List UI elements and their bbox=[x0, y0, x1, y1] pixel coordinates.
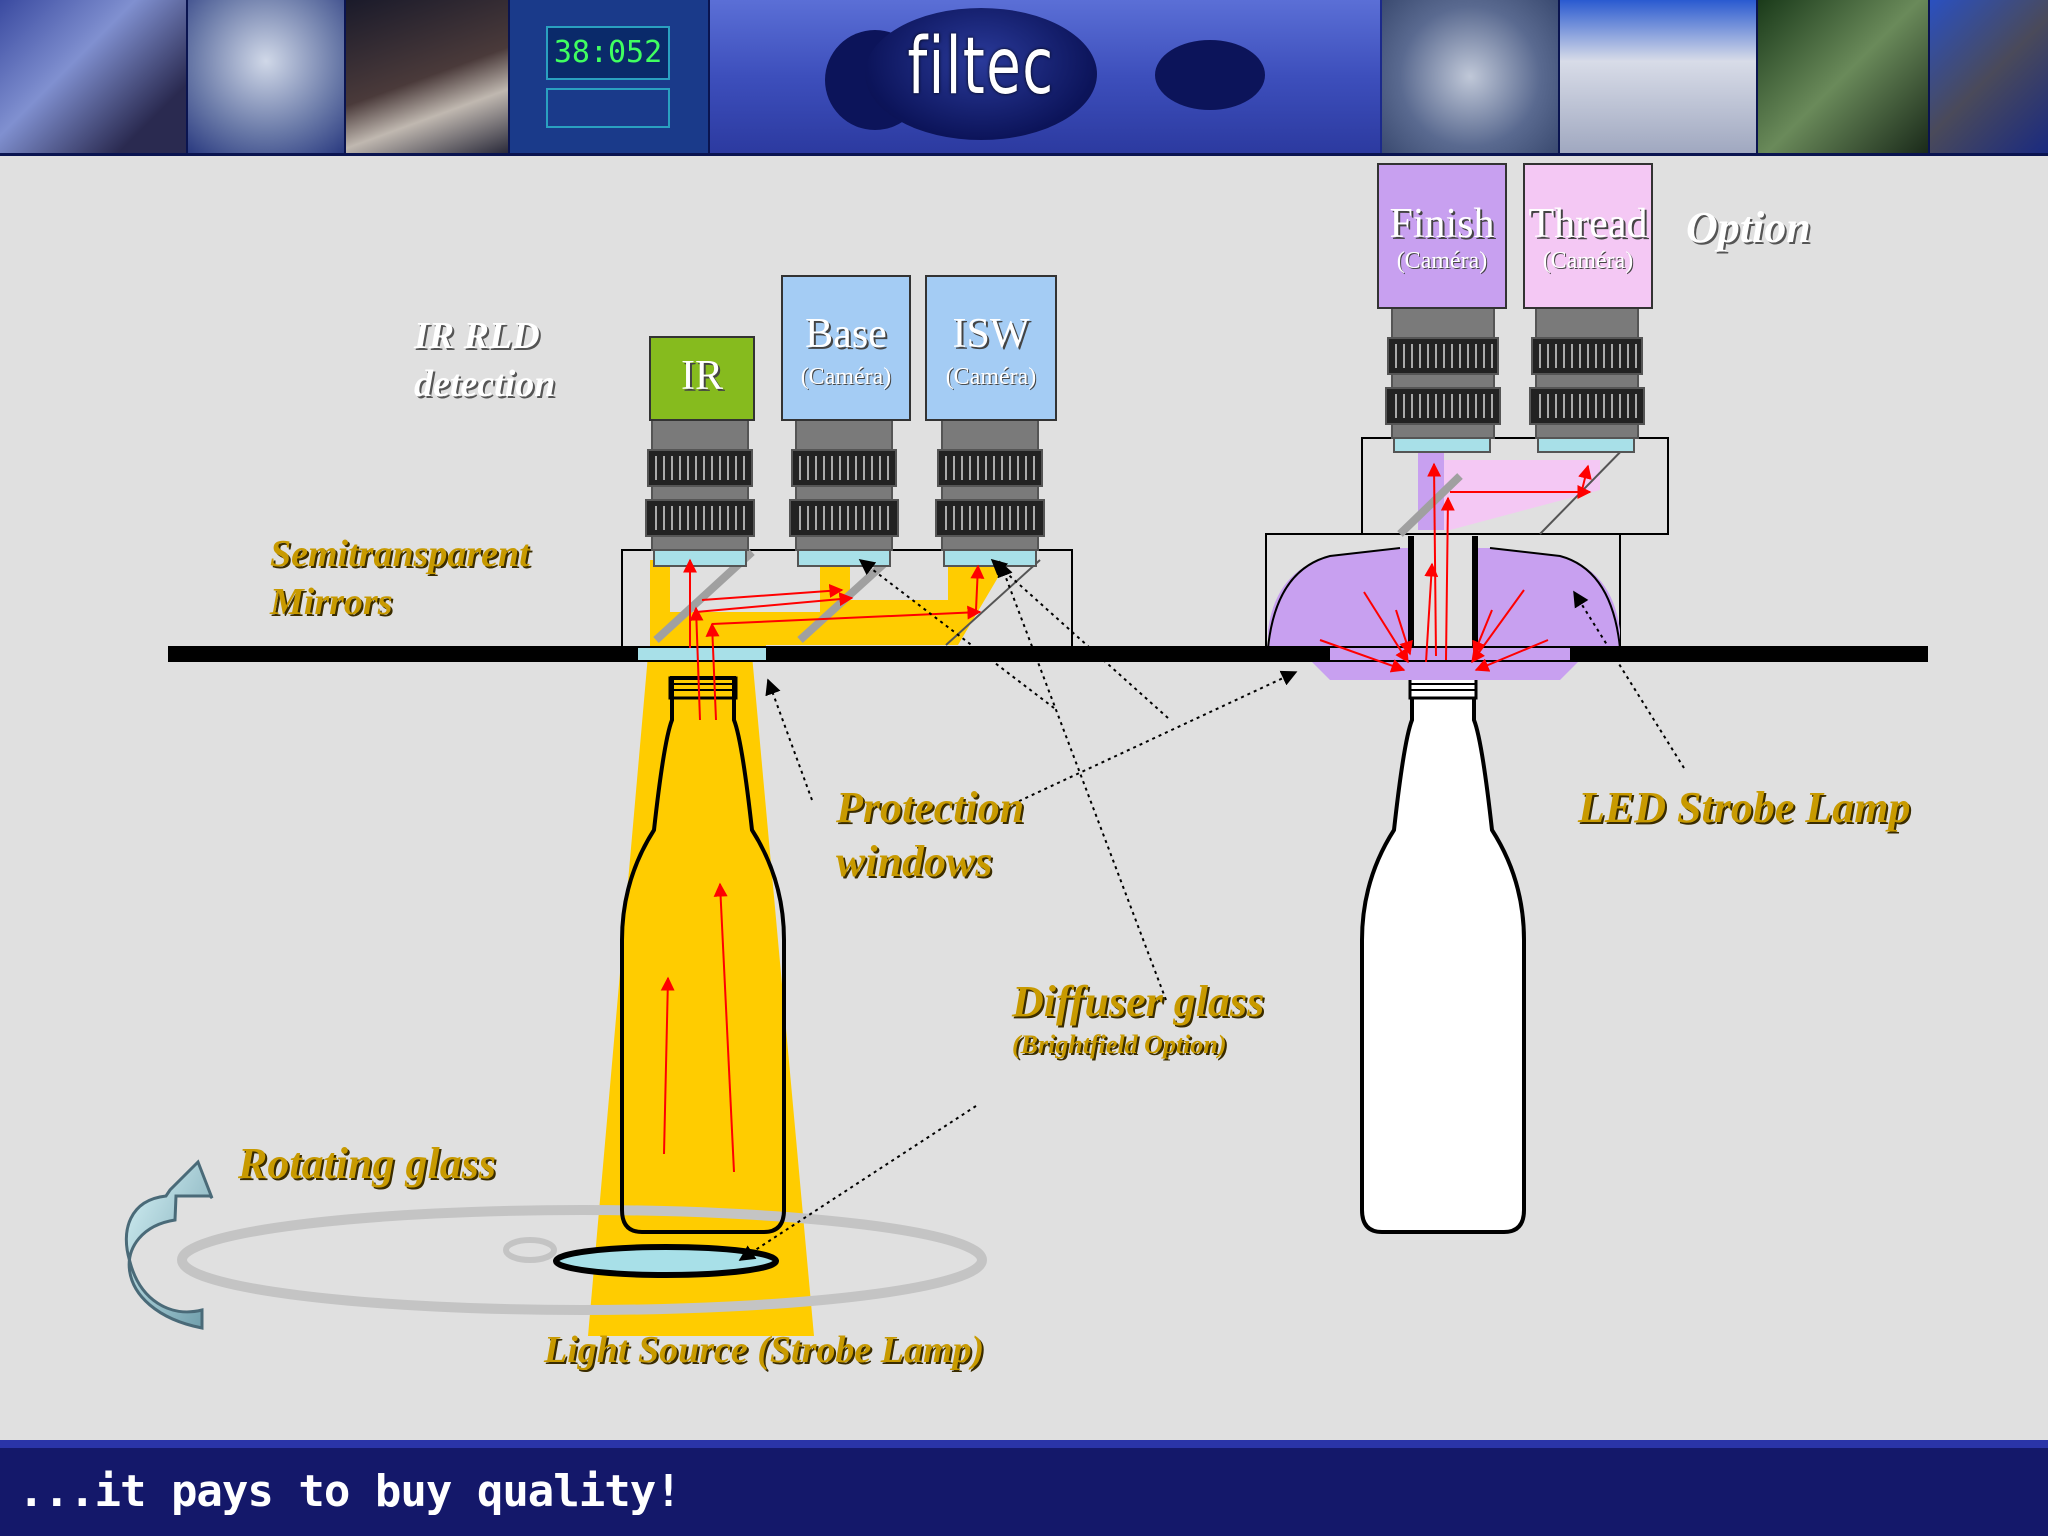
thumbnail-photo-can bbox=[188, 0, 346, 153]
rotating-glass-disc bbox=[177, 1205, 987, 1315]
light-rays-right bbox=[1319, 462, 1592, 673]
finish-camera-lens bbox=[1385, 307, 1501, 453]
footer-banner bbox=[0, 1448, 2048, 1536]
diffuser-sublabel: (Brightfield Option) bbox=[1012, 1030, 1227, 1059]
inspection-diagram bbox=[124, 163, 1928, 1336]
thread-camera-lens bbox=[1529, 307, 1645, 453]
mirrors-label-line1: Semitransparent bbox=[270, 533, 530, 575]
protection-label-line2: windows bbox=[836, 837, 993, 886]
ir-camera-body bbox=[649, 336, 755, 421]
isw-camera-label: ISW bbox=[952, 311, 1030, 357]
header-rule bbox=[0, 153, 2048, 156]
thread-camera-sublabel: (Caméra) bbox=[1542, 248, 1634, 274]
ir-camera-label: IR bbox=[681, 353, 723, 399]
finish-camera-label: Finish bbox=[1389, 201, 1495, 247]
isw-camera-sublabel: (Caméra) bbox=[945, 364, 1037, 390]
thumbnail-photo-filler bbox=[1382, 0, 1560, 153]
protection-window-left bbox=[638, 648, 766, 660]
option-label: Option bbox=[1686, 203, 1811, 252]
diffuser-glass-disc bbox=[553, 1244, 779, 1278]
thumbnail-display-screen: 38:052 bbox=[510, 0, 710, 153]
ir-camera-lens bbox=[645, 419, 755, 567]
ir-rld-label-line1: IR RLD bbox=[414, 315, 540, 357]
base-camera-sublabel: (Caméra) bbox=[800, 364, 892, 390]
callout-lines bbox=[738, 558, 1685, 1261]
finish-camera-sublabel: (Caméra) bbox=[1396, 248, 1488, 274]
isw-camera-body bbox=[925, 275, 1057, 421]
company-logo: filtec bbox=[907, 22, 1055, 112]
lens-grille bbox=[655, 344, 1637, 530]
ir-rld-label-line2: detection bbox=[414, 363, 556, 405]
display-readout: 38:052 bbox=[546, 26, 670, 80]
led-strobe-label: LED Strobe Lamp bbox=[1578, 783, 1911, 832]
light-source-label: Light Source (Strobe Lamp) bbox=[544, 1329, 985, 1371]
light-beam-upper bbox=[650, 560, 1000, 652]
light-beam bbox=[588, 655, 814, 1336]
thumbnail-photo-operator bbox=[0, 0, 188, 153]
led-strobe-lamp bbox=[1268, 548, 1410, 648]
footer-tagline: ...it pays to buy quality! bbox=[18, 1466, 682, 1517]
rotating-glass-label: Rotating glass bbox=[238, 1139, 496, 1188]
rotation-arrow-icon bbox=[124, 1159, 214, 1330]
logo-oval bbox=[865, 8, 1097, 140]
base-camera-lens bbox=[789, 419, 899, 567]
platform-line bbox=[168, 646, 1928, 662]
finish-camera-body bbox=[1377, 163, 1507, 309]
thread-camera-label: Thread bbox=[1528, 201, 1648, 247]
base-camera-label: Base bbox=[805, 311, 887, 357]
base-camera-body bbox=[781, 275, 911, 421]
light-rays-left bbox=[660, 558, 985, 1173]
thumbnail-photo-line bbox=[1758, 0, 1930, 153]
left-bottle bbox=[620, 676, 786, 1234]
thread-camera-body bbox=[1523, 163, 1653, 309]
diffuser-label: Diffuser glass bbox=[1012, 977, 1265, 1026]
footer-rule bbox=[0, 1440, 2048, 1448]
isw-camera-lens bbox=[935, 419, 1045, 567]
thumbnail-photo-machine bbox=[346, 0, 510, 153]
mirrors-label-line2: Mirrors bbox=[270, 581, 393, 623]
protection-label-line1: Protection bbox=[836, 783, 1025, 832]
protection-window-right bbox=[1330, 648, 1570, 660]
thumbnail-photo-inspector bbox=[1560, 0, 1758, 153]
header-banner: 38:052 filtec bbox=[0, 0, 2048, 156]
right-bottle bbox=[1360, 676, 1526, 1234]
thumbnail-photo-handheld bbox=[1930, 0, 2048, 153]
